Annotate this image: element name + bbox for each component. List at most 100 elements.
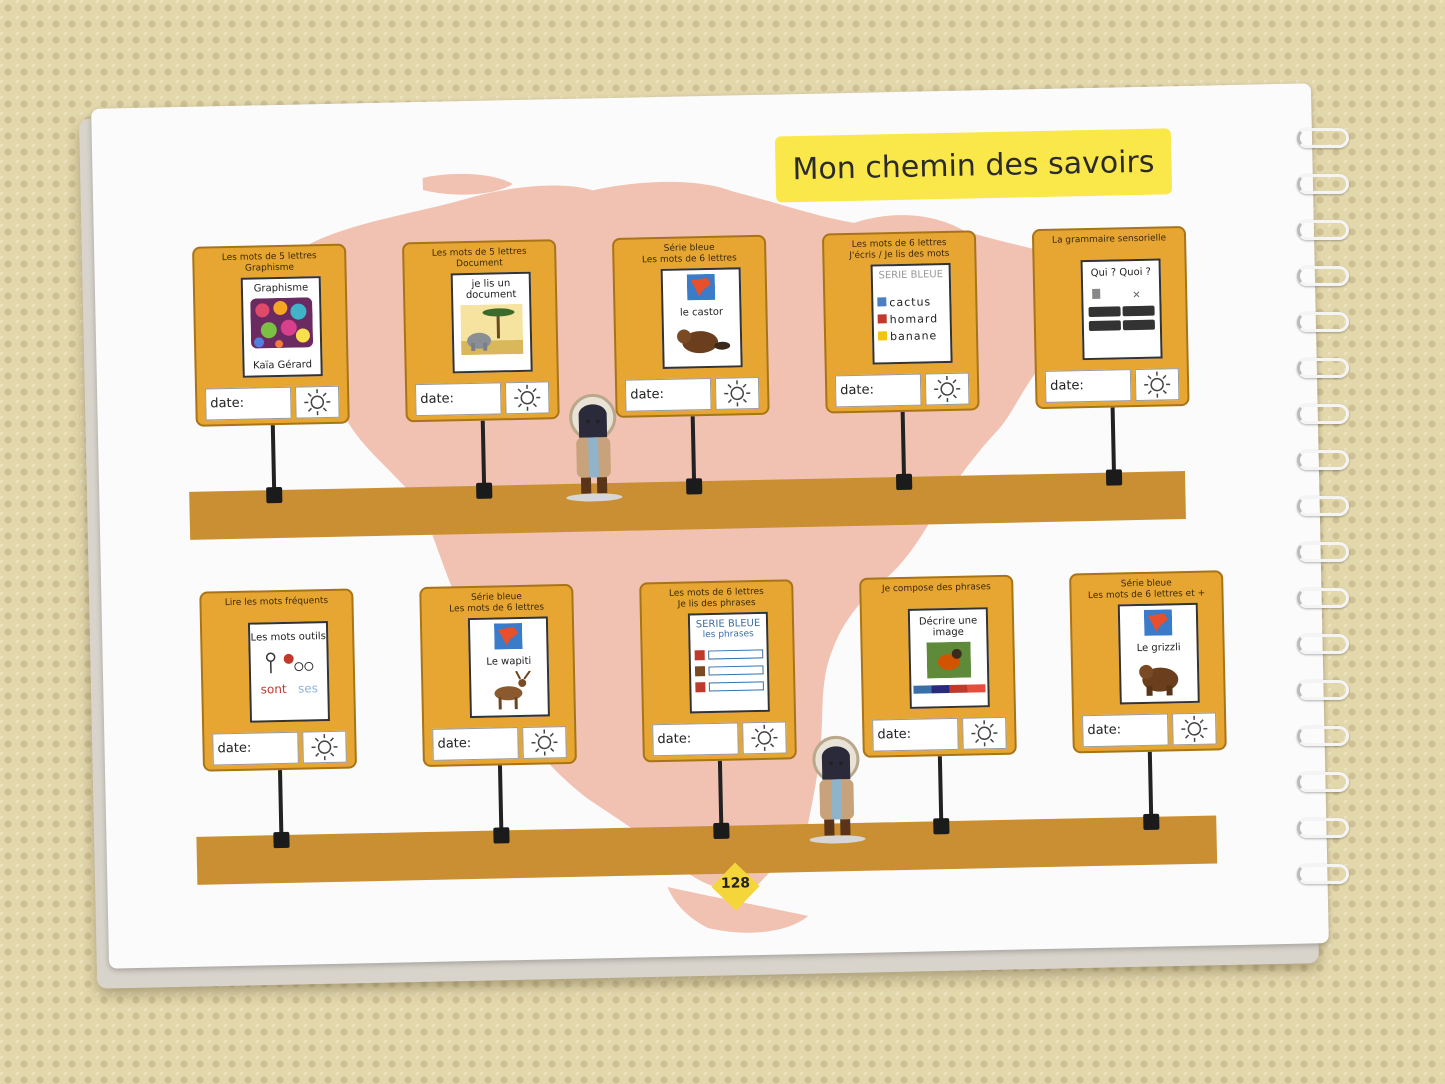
robin-bird bbox=[926, 641, 972, 679]
map-north-america bbox=[686, 273, 716, 301]
page-title: Mon chemin des savoirs bbox=[774, 128, 1173, 203]
spiral-ring bbox=[1297, 266, 1349, 286]
date-field: date: bbox=[624, 377, 712, 412]
spiral-ring bbox=[1297, 450, 1349, 470]
card-image: le castor bbox=[660, 267, 743, 369]
beaver bbox=[677, 329, 731, 354]
sun-icon bbox=[751, 724, 778, 751]
date-field: date: bbox=[834, 373, 922, 408]
card-caption: Je compose des phrases bbox=[881, 582, 991, 595]
pole-foot bbox=[1143, 813, 1160, 830]
pole-foot bbox=[273, 831, 290, 849]
word-homard: homard bbox=[889, 312, 939, 327]
sun-box bbox=[302, 730, 347, 764]
spiral-ring bbox=[1297, 174, 1349, 194]
spiral-ring bbox=[1297, 726, 1349, 746]
spiral-ring bbox=[1297, 128, 1349, 148]
date-field: date: bbox=[432, 727, 519, 761]
spiral-ring bbox=[1297, 588, 1349, 608]
tool-words bbox=[265, 652, 314, 674]
sun-icon bbox=[304, 389, 331, 416]
map-north-america bbox=[493, 622, 523, 650]
inuit-child-figure bbox=[566, 393, 623, 502]
sun-icon bbox=[311, 734, 338, 761]
card-image: Le grizzli bbox=[1117, 602, 1200, 705]
spiral-ring bbox=[1297, 634, 1349, 654]
pole-foot bbox=[685, 478, 703, 495]
sun-box bbox=[1134, 368, 1180, 402]
spiral-ring bbox=[1297, 358, 1349, 378]
date-field: date: bbox=[205, 386, 292, 421]
card-image: je lis un document bbox=[450, 271, 533, 374]
sun-icon bbox=[934, 375, 961, 403]
word-sont: sont bbox=[260, 681, 287, 697]
sun-box bbox=[962, 716, 1007, 750]
date-field: date: bbox=[212, 731, 299, 766]
sun-icon bbox=[724, 380, 751, 407]
pole-foot bbox=[476, 482, 493, 499]
map-north-america bbox=[1143, 609, 1173, 636]
page-number: 128 bbox=[720, 875, 751, 892]
spiral-ring bbox=[1297, 404, 1349, 424]
notebook-page: Mon chemin des savoirs Les mots de 5 let… bbox=[91, 83, 1329, 969]
word-banane: banane bbox=[889, 329, 938, 344]
card-image: Le wapiti bbox=[467, 616, 550, 719]
sun-box bbox=[522, 726, 567, 759]
date-field: date: bbox=[1044, 369, 1132, 403]
grizzly-bear bbox=[1139, 664, 1179, 696]
card-image: Qui ? Quoi ? ✕ bbox=[1080, 258, 1163, 361]
sun-box bbox=[504, 381, 550, 415]
card-decrire: Je compose des phrases Décrire une image… bbox=[859, 574, 1017, 758]
card-grammaire: La grammaire sensorielle Qui ? Quoi ? ✕ … bbox=[1031, 225, 1190, 410]
pole-foot bbox=[713, 822, 730, 839]
sun-icon bbox=[1181, 715, 1208, 742]
card-image: Graphisme Kaïa Gérard bbox=[240, 276, 323, 378]
card-image: Les mots outils sont ses bbox=[247, 621, 331, 723]
spiral-ring bbox=[1297, 312, 1349, 332]
sun-icon bbox=[514, 384, 541, 411]
pole-foot bbox=[895, 473, 913, 491]
spiral-ring bbox=[1297, 818, 1349, 838]
spiral-ring bbox=[1297, 772, 1349, 792]
grammar-symbols: ✕ bbox=[1088, 288, 1155, 331]
card-caption: La grammaire sensorielle bbox=[1051, 233, 1167, 246]
date-field: date: bbox=[1082, 713, 1169, 748]
pole-foot bbox=[266, 486, 283, 504]
elk bbox=[494, 670, 531, 710]
card-image: SERIE BLEUE les phrases bbox=[687, 611, 770, 714]
sun-box bbox=[714, 376, 760, 410]
svg-text:✕: ✕ bbox=[1132, 290, 1141, 301]
card-caption: Lire les mots fréquents bbox=[224, 596, 329, 609]
sun-icon bbox=[1144, 371, 1171, 398]
spiral-ring bbox=[1297, 542, 1349, 562]
word-cactus: cactus bbox=[889, 295, 932, 310]
sun-icon bbox=[971, 720, 998, 747]
word-ses: ses bbox=[297, 681, 319, 696]
card-mots-outils: Lire les mots fréquents Les mots outils … bbox=[199, 588, 357, 772]
spiral-ring bbox=[1297, 864, 1349, 884]
spiral-ring bbox=[1297, 220, 1349, 240]
pole-foot bbox=[493, 827, 510, 844]
card-image: SERIE BLEUE cactus homard banane bbox=[870, 262, 953, 365]
sun-box bbox=[294, 385, 340, 419]
inuit-child-figure bbox=[809, 735, 866, 844]
spiral-ring bbox=[1297, 680, 1349, 700]
pole-foot bbox=[933, 818, 950, 835]
spiral-ring bbox=[1297, 496, 1349, 516]
sentence-list bbox=[694, 649, 764, 693]
sun-box bbox=[742, 721, 787, 755]
savanna-elephant bbox=[460, 303, 524, 356]
